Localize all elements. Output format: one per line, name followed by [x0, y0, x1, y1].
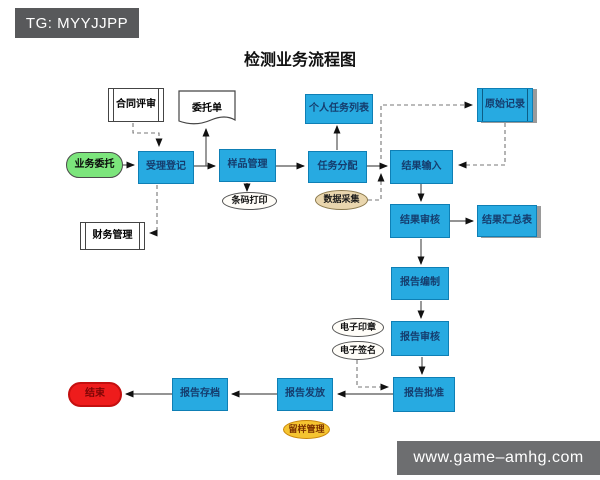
node-result-review: 结果审核 [390, 204, 450, 238]
node-label: 结果审核 [400, 214, 440, 226]
node-label: 原始记录 [485, 98, 525, 110]
node-original-records: 原始记录 [477, 88, 533, 122]
node-commission-form: 委托单 [178, 90, 236, 128]
watermark-top-left: TG: MYYJJPP [15, 8, 139, 38]
node-task-assignment: 任务分配 [308, 151, 367, 183]
node-personal-task-list: 个人任务列表 [305, 94, 373, 124]
node-contract-review: 合同评审 [108, 88, 164, 122]
node-label: 结果输入 [401, 160, 442, 172]
node-label: 留样管理 [288, 423, 325, 434]
node-acceptance-registration: 受理登记 [138, 151, 194, 184]
node-sample-retention: 留样管理 [283, 420, 330, 439]
node-label: 合同评审 [116, 98, 156, 110]
node-label: 报告批准 [404, 388, 444, 400]
document-shape-icon [178, 90, 236, 125]
node-financial-management: 财务管理 [80, 222, 145, 250]
node-data-collection: 数据采集 [315, 190, 368, 210]
node-label: 受理登记 [146, 161, 186, 173]
node-label: 结果汇总表 [482, 214, 532, 226]
node-label: 电子印章 [339, 321, 376, 332]
node-result-summary-table: 结果汇总表 [477, 205, 537, 237]
node-label: 报告发放 [285, 388, 325, 400]
node-report-review: 报告审核 [391, 321, 449, 356]
node-report-approval: 报告批准 [393, 377, 455, 412]
node-result-input: 结果输入 [390, 150, 453, 184]
node-label: 任务分配 [317, 160, 358, 172]
node-label: 报告存档 [180, 388, 220, 400]
node-label: 业务委托 [74, 158, 115, 170]
node-label: 电子签名 [339, 344, 376, 355]
node-electronic-seal: 电子印章 [332, 318, 384, 337]
watermark-bottom-right: www.game–amhg.com [397, 441, 600, 475]
node-label: 数据采集 [323, 194, 360, 205]
node-label: 报告审核 [400, 332, 440, 344]
node-label: 条码打印 [231, 195, 268, 206]
node-electronic-signature: 电子签名 [332, 341, 384, 360]
node-label: 委托单 [192, 102, 222, 114]
node-label: 个人任务列表 [309, 102, 369, 114]
node-report-archiving: 报告存档 [172, 378, 228, 411]
node-label: 财务管理 [92, 229, 133, 241]
diagram-title: 检测业务流程图 [243, 52, 356, 69]
node-report-issuance: 报告发放 [277, 378, 333, 411]
node-sample-management: 样品管理 [219, 149, 276, 182]
node-label: 样品管理 [227, 159, 268, 171]
node-report-compilation: 报告编制 [391, 267, 449, 300]
node-business-commission: 业务委托 [66, 152, 123, 178]
node-end: 结束 [68, 382, 122, 407]
node-barcode-printing: 条码打印 [222, 192, 277, 210]
node-label: 结束 [85, 388, 105, 400]
node-label: 报告编制 [400, 277, 440, 289]
